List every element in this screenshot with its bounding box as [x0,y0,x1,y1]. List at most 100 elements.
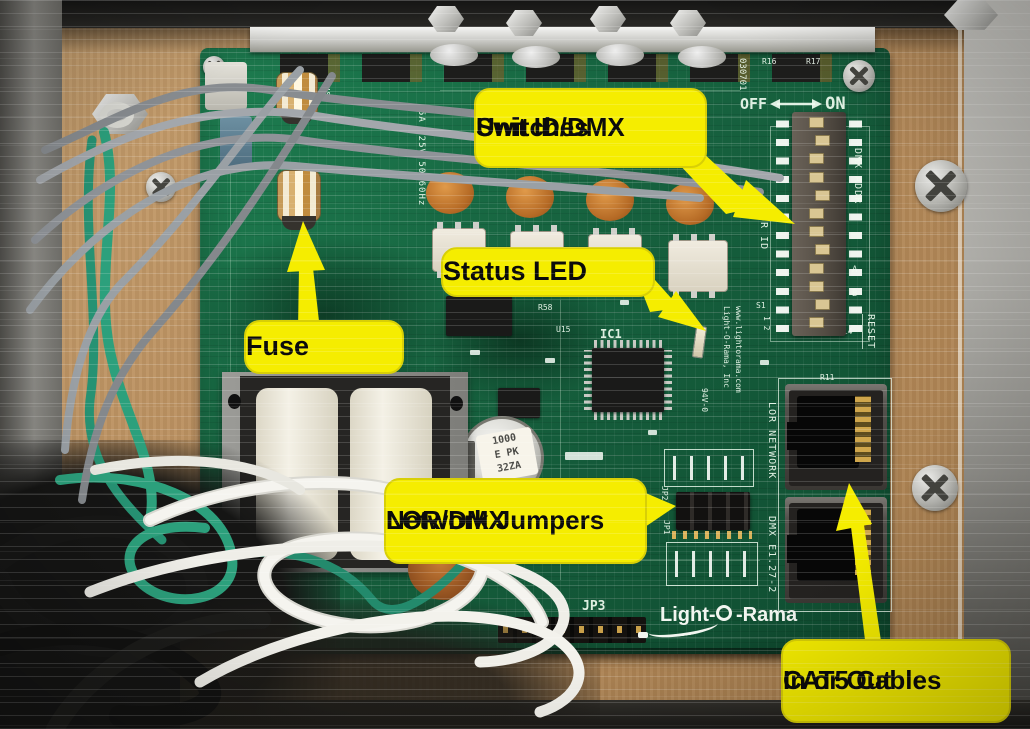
callout-text: Network Jumpers [386,505,605,536]
transformer-hole [450,396,463,411]
callout-text: In or Out [783,665,892,696]
board-highlight-edge [958,30,962,690]
rj45-jack-lor[interactable] [785,384,887,490]
jumper-pin-row [672,531,752,539]
callout-text: LOR/DMX [386,505,506,536]
white-wire [194,610,585,718]
off-on-legend: OFF ON [740,94,880,114]
jumper-silkscreen-box [664,449,754,487]
callout-text: Unit ID/DMX [476,112,625,143]
dip-switch-10[interactable] [809,280,824,292]
ic1-silkscreen: IC1 [600,327,622,341]
callout-text: Status LED [443,256,588,287]
pcb-trace [560,300,561,580]
ic-pins [594,412,662,420]
triac-row [280,54,850,82]
gray-wire [41,83,544,154]
dip-switch-8[interactable] [815,244,830,256]
callout-fuse: Fuse [244,320,404,374]
white-wire [90,455,305,495]
jumper-caps[interactable] [676,492,750,530]
gray-wire [26,161,704,314]
callout-network-jumpers: LOR/DMX Network Jumpers [384,478,647,564]
callout-text: CAT5 Cables [783,665,942,696]
dip-solder-pads [776,120,789,332]
ic-pins [584,350,592,410]
jp2-silkscreen: JP2 [660,486,669,501]
solder-dome [512,46,560,68]
callout-cat5: CAT5 Cables In or Out [781,639,1011,723]
dip-switch-7[interactable] [809,226,824,238]
bulb-icon [716,605,732,621]
smd-ic [498,388,540,418]
logo-text-right: -Rama [736,604,798,626]
dip-switch-4[interactable] [809,171,824,183]
dmx-addr-silkscreen: DMX ADDR [852,148,863,205]
switch-b-label: B [852,289,858,299]
dip-switch-12[interactable] [809,317,824,329]
green-wire [55,472,238,605]
off-label: OFF [740,94,768,113]
rj45-silkscreen-box [778,378,892,612]
transformer-hole [228,394,241,409]
black-cable [46,610,271,729]
dip-solder-pads [849,120,862,332]
flammability-mark: 94V-0 [700,388,709,413]
dip-switch-bank[interactable] [792,112,846,336]
board-revision: 030701 [737,58,747,91]
dmx-e127-silkscreen: DMX E1.27-2 [766,516,777,594]
smd-ic [446,296,512,336]
callout-text: Switches [476,112,589,143]
dip-switch-5[interactable] [815,189,830,201]
solder-pad [760,360,769,365]
microcontroller-ic1 [592,348,664,412]
green-wire [83,135,167,545]
jp1-silkscreen: JP1 [662,520,671,535]
black-cable [0,515,209,658]
ref-r17: R17 [806,57,821,66]
mounting-screw [915,160,967,212]
dip-switch-3[interactable] [809,153,824,165]
optocoupler-chip [668,234,728,298]
heatsink-bar [250,27,875,52]
jumper-silkscreen-box [666,542,758,586]
solder-pad [620,300,629,305]
callout-status-led: Status LED [441,247,655,297]
maker-silkscreen-2: www.lightorama.com [734,306,743,393]
logo-text-left: Light- [660,604,716,626]
dip-switch-2[interactable] [815,135,830,147]
solder-pad [470,350,480,355]
ref-r11: R11 [820,373,835,382]
maker-silkscreen-1: Light-O-Rama, Inc [722,306,731,388]
dip-switch-9[interactable] [809,262,824,274]
solder-pad [565,452,603,460]
one-two-label: 1 2 [762,316,771,331]
double-arrow-icon [770,99,823,109]
green-wire [99,127,157,525]
ref-r58: R58 [538,303,553,312]
ic-pins [664,350,672,410]
solder-dome [596,44,644,66]
lor-network-silkscreen: LOR NETWORK [766,402,777,480]
solder-dome [678,46,726,68]
pcb-trace [230,130,231,490]
dip-switch-6[interactable] [809,208,824,219]
ref-u15: U15 [556,325,571,334]
fuse-clip [282,216,316,230]
callout-text: Fuse [246,331,310,362]
mounting-screw [912,465,958,511]
gray-wire [31,133,764,244]
solder-pad [648,430,657,435]
solder-pad [545,358,555,363]
s1-label: S1 [756,301,766,310]
black-cable [0,623,221,729]
logo-group: Light- -Rama [638,604,850,644]
dip-switch-1[interactable] [809,117,824,128]
lor-id-silkscreen: LOR ID [758,208,769,251]
dip-switch-11[interactable] [815,299,830,310]
reset-silkscreen: RESET [862,314,876,350]
gray-wire [78,72,336,504]
on-label: ON [825,93,846,114]
